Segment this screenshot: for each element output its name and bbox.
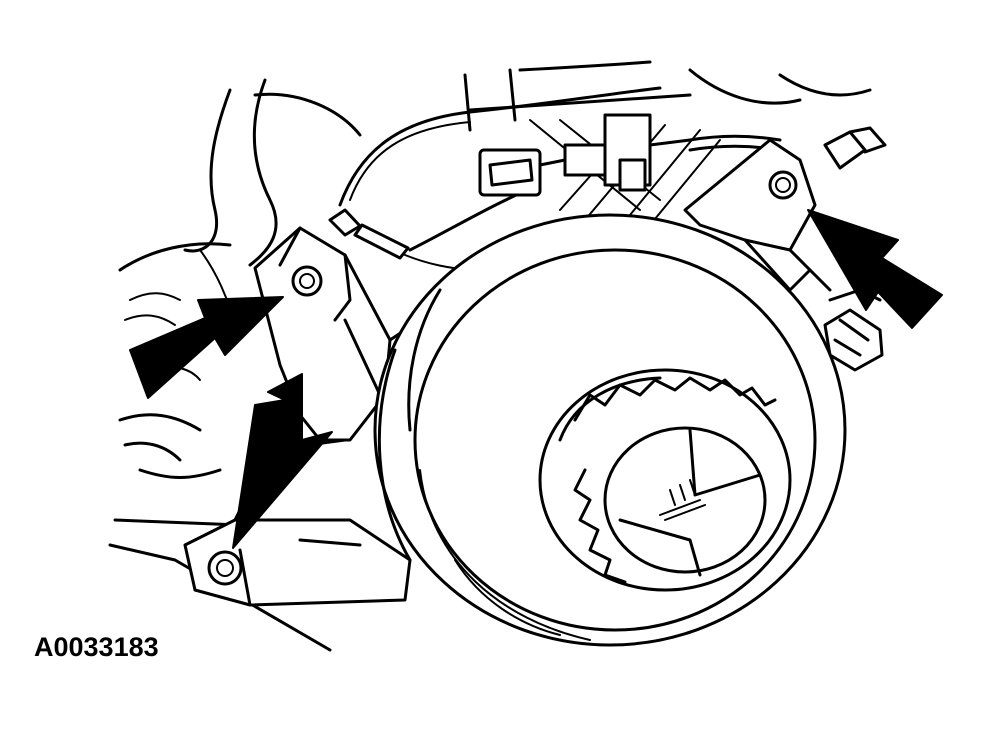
harness-connectors <box>478 113 692 197</box>
figure-id-label: A0033183 <box>34 632 159 662</box>
upper-right-bracket <box>683 126 887 292</box>
right-clip <box>823 288 884 372</box>
arrow-icon <box>807 209 943 329</box>
wiring-harness <box>328 86 782 271</box>
arrow-icon <box>232 373 333 549</box>
arrow-icon <box>129 296 284 399</box>
center-hub <box>538 368 792 592</box>
